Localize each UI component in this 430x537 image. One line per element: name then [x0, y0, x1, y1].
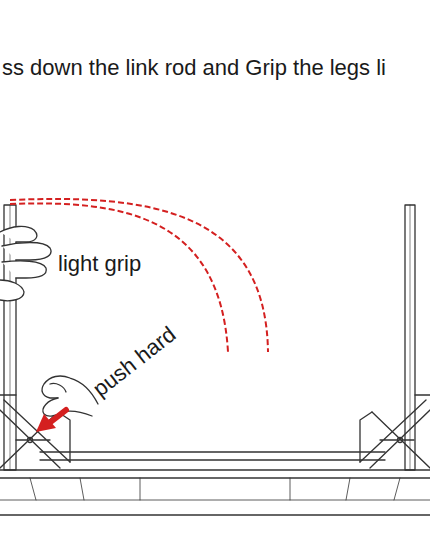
- callout-text: push hard: [89, 322, 181, 401]
- push-arrow: [36, 410, 66, 432]
- callout-text: light grip: [58, 252, 141, 276]
- swing-path: [10, 199, 268, 352]
- table-frame: [0, 205, 430, 515]
- instruction-heading: ss down the link rod and Grip the legs l…: [2, 56, 386, 80]
